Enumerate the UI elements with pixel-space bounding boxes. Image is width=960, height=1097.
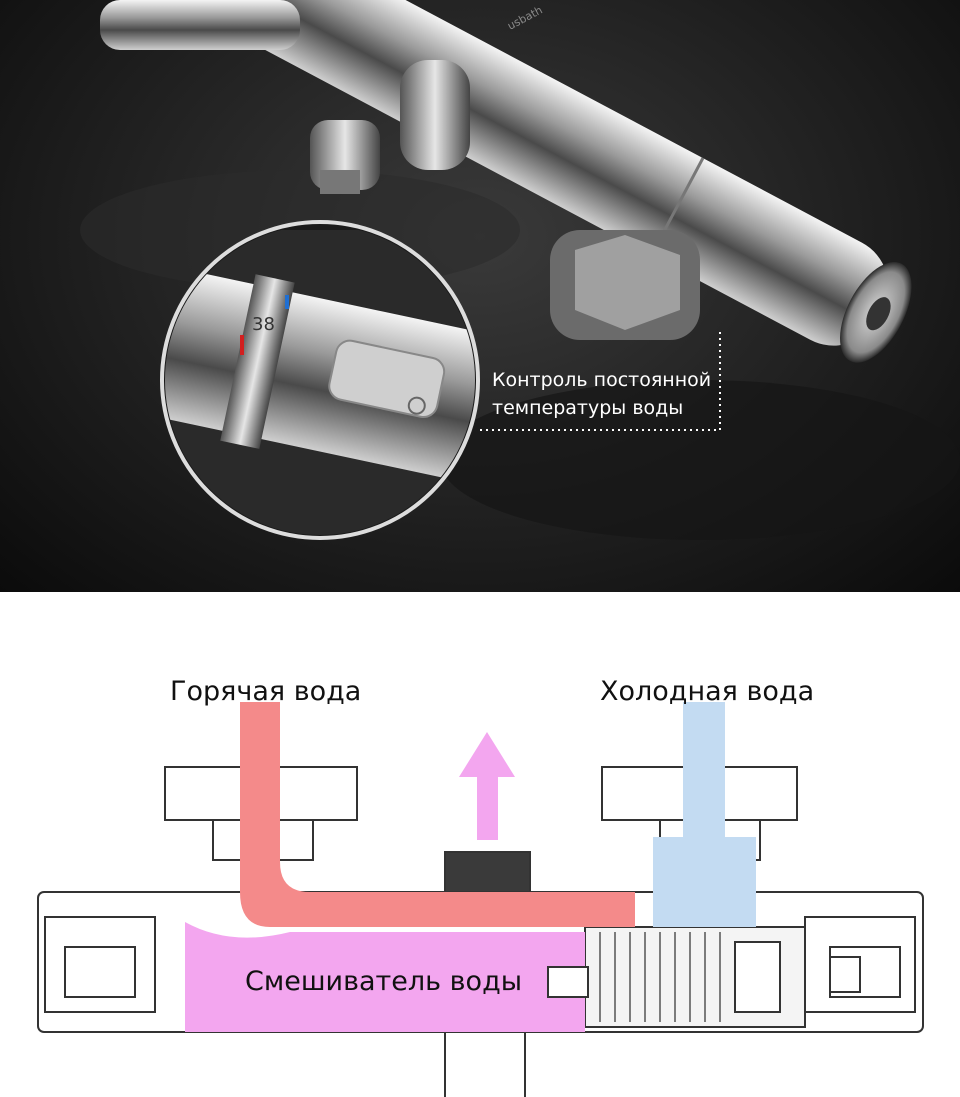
mount-nut (575, 235, 680, 330)
outlet-connector (400, 60, 470, 170)
faucet-illustration: 38 usbath (80, 0, 960, 540)
product-photo: 38 usbath Контроль постоянной температур… (0, 0, 960, 592)
outlet-nozzle (444, 851, 531, 893)
thermostatic-cartridge (584, 926, 861, 1028)
mixed-water-arrow (459, 732, 515, 840)
dial-number: 38 (252, 314, 275, 335)
mixing-chamber (185, 922, 585, 1032)
cold-water-label: Холодная вода (600, 676, 815, 707)
temperature-dial (220, 274, 295, 449)
cold-mark (285, 295, 289, 309)
brand-engraving: usbath (505, 3, 544, 32)
callout-text: Контроль постоянной температуры воды (492, 366, 732, 422)
power-icon (407, 396, 426, 415)
callout-line-1: Контроль постоянной (492, 369, 712, 391)
mixer-diagram: Горячая вода Холодная вода Смешиватель в… (0, 592, 960, 1097)
hot-water-label: Горячая вода (170, 676, 362, 707)
callout-line-2: температуры воды (492, 397, 684, 419)
cold-water-flow (683, 702, 725, 842)
callout-leader (480, 330, 721, 431)
spout (100, 0, 300, 50)
hot-water-flow (240, 702, 635, 927)
mixer-label: Смешиватель воды (245, 966, 523, 997)
mixer-body (183, 0, 889, 346)
mixer-schematic (37, 702, 924, 1097)
hot-mark (240, 335, 244, 355)
